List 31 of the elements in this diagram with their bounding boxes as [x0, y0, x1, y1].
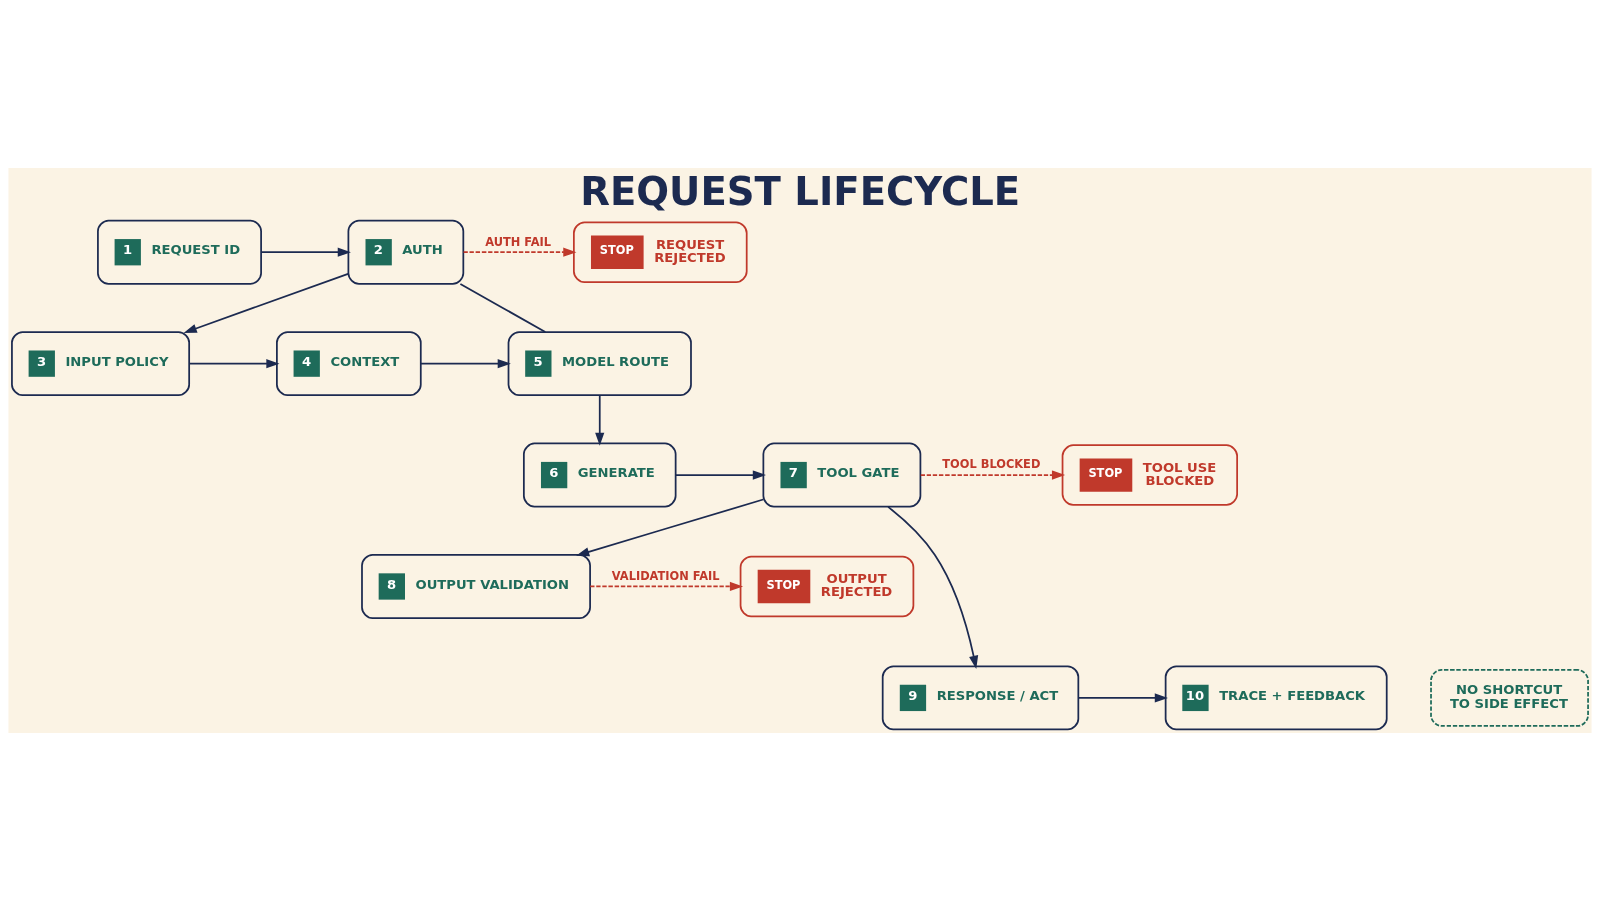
arrow: [595, 394, 605, 446]
connector: [459, 282, 547, 333]
node-box: STOP TOOL USE BLOCKED: [1061, 443, 1238, 506]
arrow: [462, 247, 577, 257]
node-box: STOP OUTPUT REJECTED: [739, 555, 915, 617]
node-box: 10 TRACE + FEEDBACK: [1164, 664, 1388, 730]
edge-label: VALIDATION FAIL: [611, 568, 720, 583]
arrow: [1077, 692, 1168, 702]
diagram-title: REQUEST LIFECYCLE: [580, 168, 1021, 214]
node-box: 6 GENERATE: [523, 442, 677, 508]
node-box: NO SHORTCUT TO SIDE EFFECT: [1430, 668, 1589, 727]
node-box: 5 MODEL ROUTE: [507, 330, 692, 396]
arrow: [188, 358, 280, 368]
node-box: STOP REQUEST REJECTED: [573, 221, 748, 283]
edge-label: AUTH FAIL: [485, 234, 552, 249]
node-box: 7 TOOL GATE: [762, 442, 922, 508]
edge-label: TOOL BLOCKED: [942, 456, 1041, 471]
node-box: 2 AUTH: [347, 219, 465, 285]
arrow: [887, 505, 979, 669]
arrow: [260, 247, 351, 257]
arrow: [919, 469, 1066, 480]
arrow: [420, 358, 511, 368]
arrow: [674, 469, 766, 480]
node-box: 8 OUTPUT VALIDATION: [361, 553, 591, 619]
node-box: 4 CONTEXT: [276, 330, 422, 396]
node-box: 3 INPUT POLICY: [11, 330, 191, 396]
arrow: [576, 498, 765, 556]
node-box: 9 RESPONSE / ACT: [881, 664, 1080, 730]
arrow: [183, 272, 349, 333]
node-box: 1 REQUEST ID: [97, 219, 262, 285]
arrow: [589, 581, 744, 591]
